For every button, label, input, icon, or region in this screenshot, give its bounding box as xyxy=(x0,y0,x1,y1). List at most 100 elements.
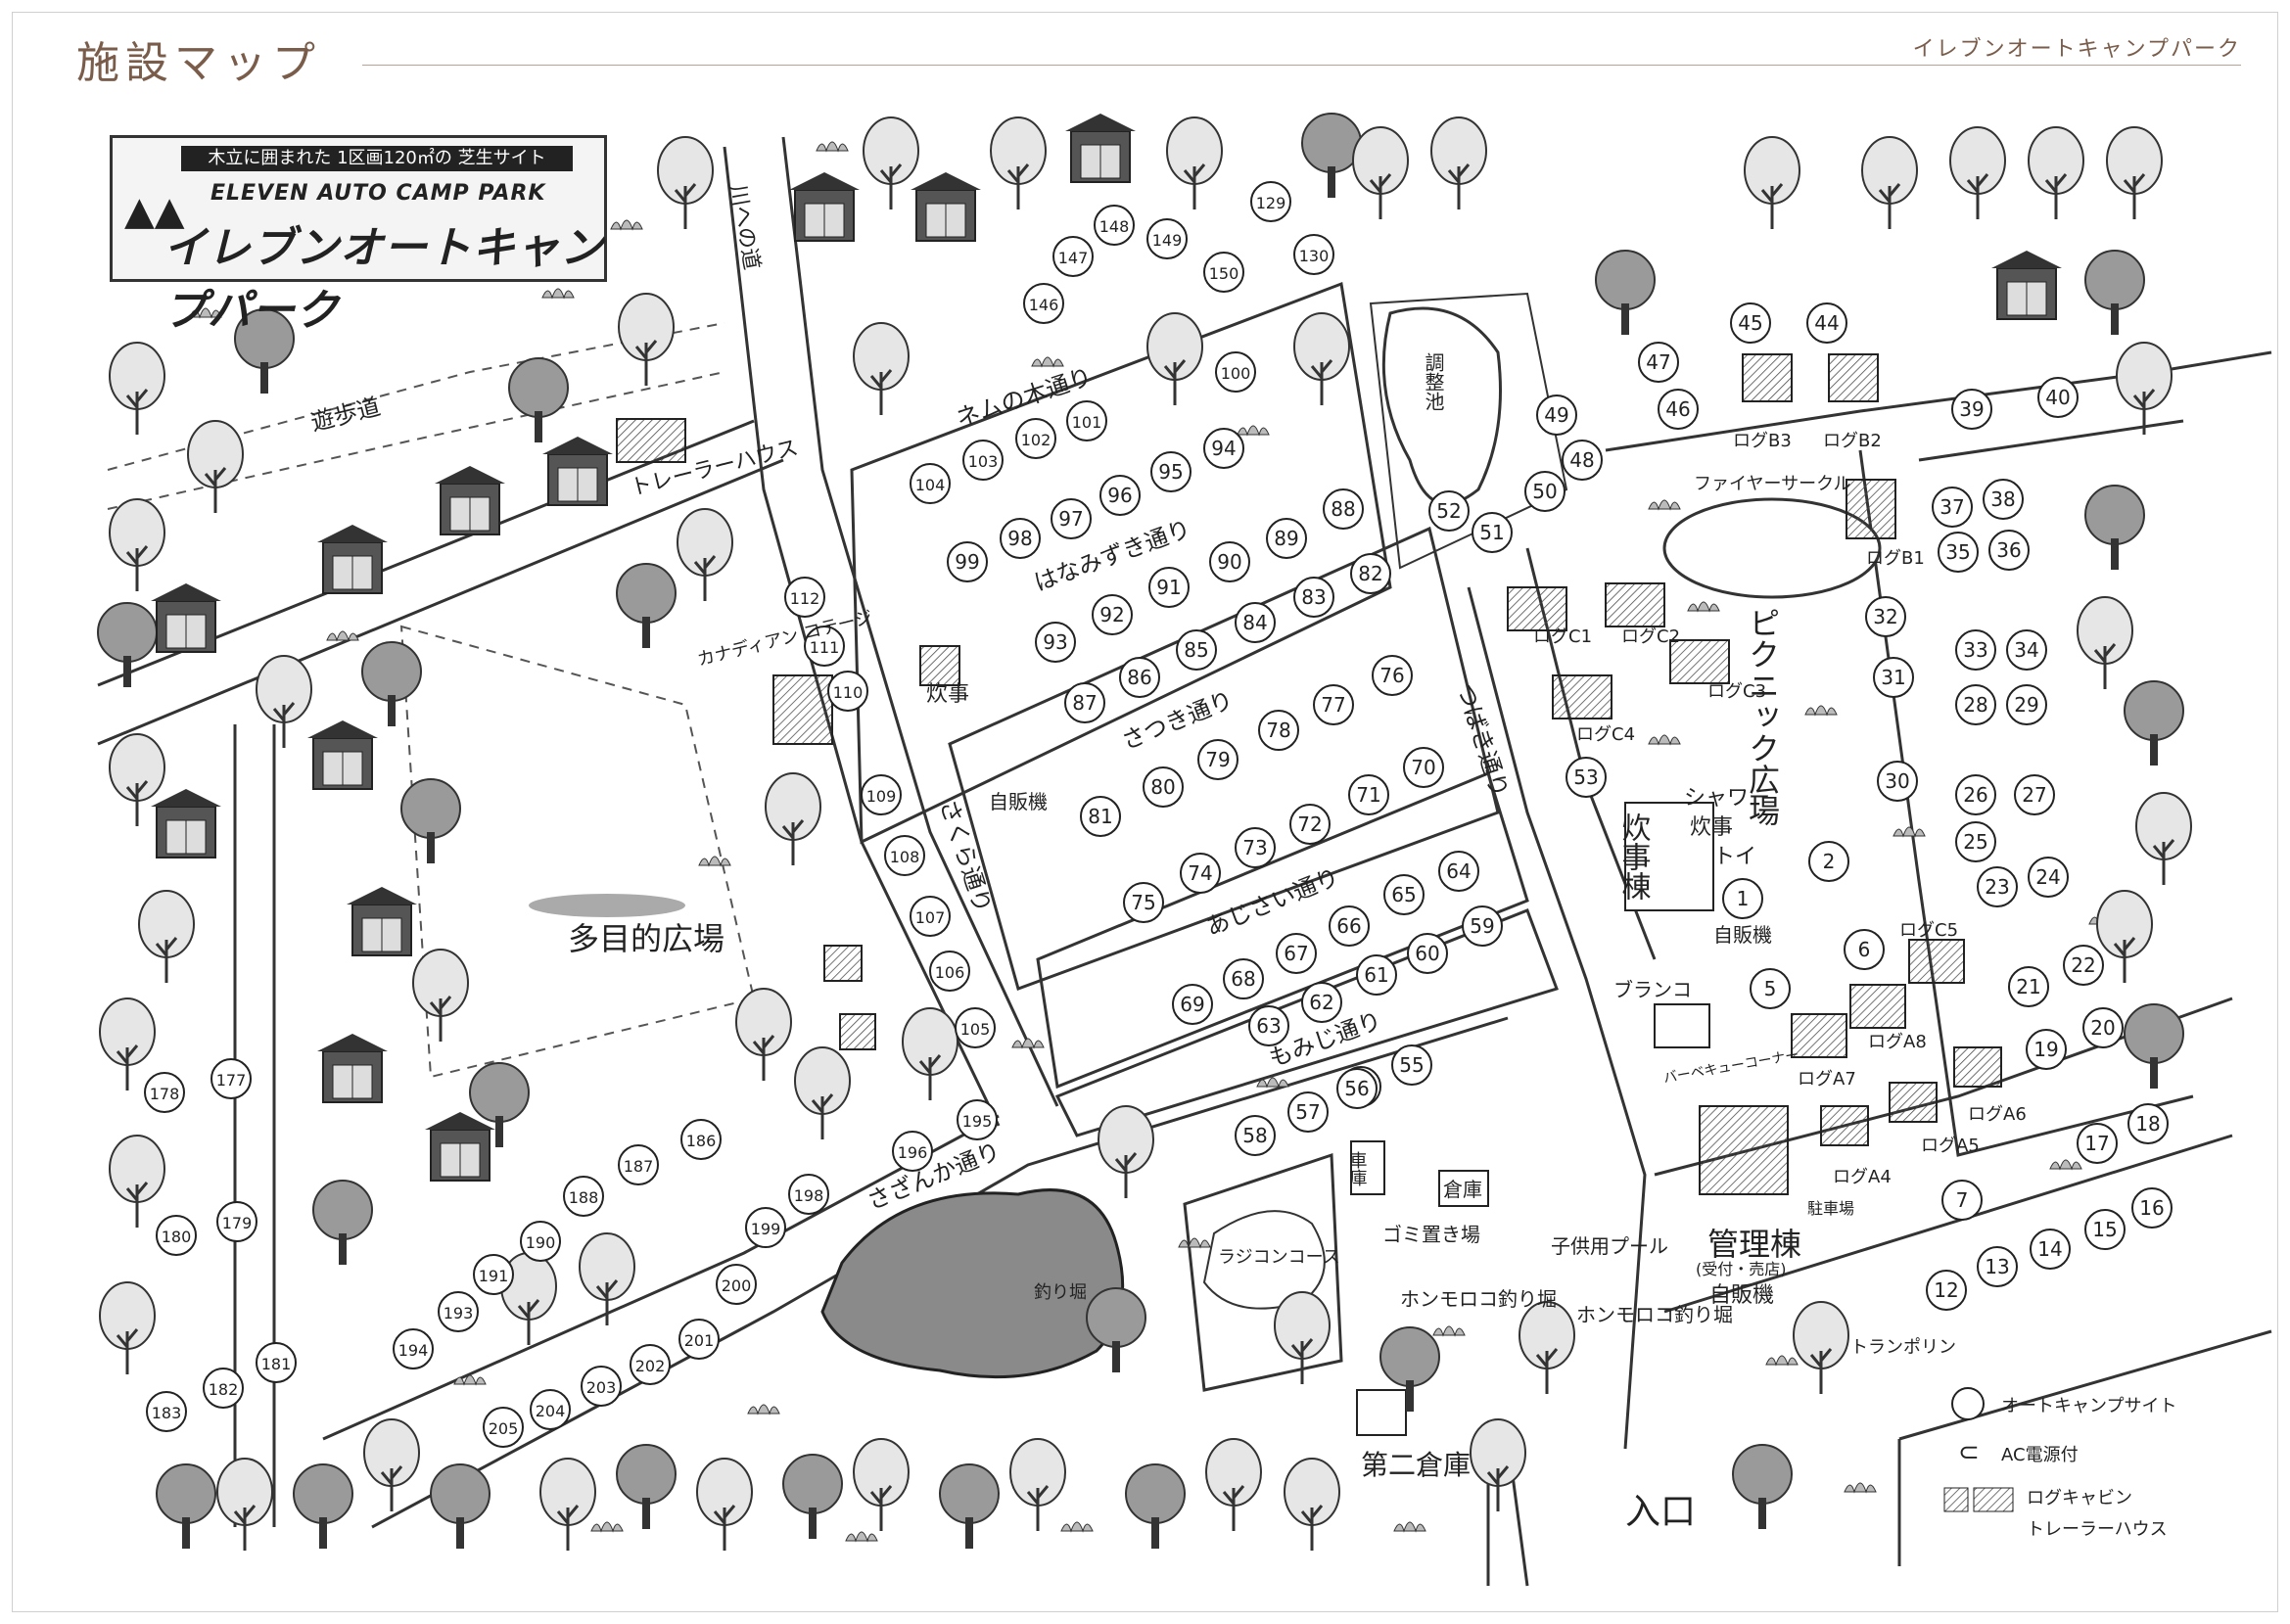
campsite-191[interactable]: 191 xyxy=(473,1254,514,1295)
campsite-68[interactable]: 68 xyxy=(1223,958,1264,999)
campsite-51[interactable]: 51 xyxy=(1472,512,1513,553)
campsite-78[interactable]: 78 xyxy=(1258,710,1299,751)
campsite-71[interactable]: 71 xyxy=(1348,774,1389,815)
campsite-53[interactable]: 53 xyxy=(1566,757,1607,798)
campsite-39[interactable]: 39 xyxy=(1951,389,1992,430)
campsite-193[interactable]: 193 xyxy=(438,1291,479,1332)
campsite-55[interactable]: 55 xyxy=(1391,1044,1432,1086)
campsite-97[interactable]: 97 xyxy=(1051,498,1092,539)
campsite-106[interactable]: 106 xyxy=(929,951,970,992)
campsite-76[interactable]: 76 xyxy=(1372,655,1413,696)
campsite-85[interactable]: 85 xyxy=(1176,629,1217,671)
campsite-33[interactable]: 33 xyxy=(1955,629,1996,671)
campsite-201[interactable]: 201 xyxy=(678,1319,720,1360)
campsite-101[interactable]: 101 xyxy=(1066,400,1107,441)
campsite-72[interactable]: 72 xyxy=(1289,804,1331,845)
campsite-57[interactable]: 57 xyxy=(1287,1091,1329,1133)
campsite-104[interactable]: 104 xyxy=(910,463,951,504)
campsite-88[interactable]: 88 xyxy=(1323,488,1364,530)
campsite-81[interactable]: 81 xyxy=(1080,796,1121,837)
campsite-25[interactable]: 25 xyxy=(1955,821,1996,862)
campsite-87[interactable]: 87 xyxy=(1064,682,1105,723)
campsite-105[interactable]: 105 xyxy=(955,1007,996,1048)
campsite-93[interactable]: 93 xyxy=(1035,622,1076,663)
campsite-74[interactable]: 74 xyxy=(1180,853,1221,894)
campsite-182[interactable]: 182 xyxy=(203,1368,244,1409)
campsite-69[interactable]: 69 xyxy=(1172,984,1213,1025)
campsite-36[interactable]: 36 xyxy=(1988,530,2030,571)
campsite-58[interactable]: 58 xyxy=(1235,1115,1276,1156)
campsite-28[interactable]: 28 xyxy=(1955,684,1996,725)
campsite-24[interactable]: 24 xyxy=(2028,857,2069,898)
campsite-64[interactable]: 64 xyxy=(1438,851,1479,892)
campsite-149[interactable]: 149 xyxy=(1146,218,1188,259)
campsite-75[interactable]: 75 xyxy=(1123,882,1164,923)
campsite-61[interactable]: 61 xyxy=(1356,954,1397,996)
campsite-148[interactable]: 148 xyxy=(1094,205,1135,246)
campsite-21[interactable]: 21 xyxy=(2008,966,2049,1007)
campsite-45[interactable]: 45 xyxy=(1730,302,1771,344)
campsite-19[interactable]: 19 xyxy=(2026,1029,2067,1070)
campsite-95[interactable]: 95 xyxy=(1150,451,1192,492)
campsite-150[interactable]: 150 xyxy=(1203,252,1244,293)
campsite-107[interactable]: 107 xyxy=(910,896,951,937)
campsite-183[interactable]: 183 xyxy=(146,1391,187,1432)
campsite-111[interactable]: 111 xyxy=(804,626,845,667)
campsite-14[interactable]: 14 xyxy=(2030,1229,2071,1270)
campsite-73[interactable]: 73 xyxy=(1235,827,1276,868)
campsite-130[interactable]: 130 xyxy=(1293,234,1334,275)
campsite-84[interactable]: 84 xyxy=(1235,602,1276,643)
campsite-40[interactable]: 40 xyxy=(2037,377,2079,418)
campsite-49[interactable]: 49 xyxy=(1536,394,1577,436)
campsite-190[interactable]: 190 xyxy=(520,1221,561,1262)
campsite-1[interactable]: 1 xyxy=(1722,878,1763,919)
campsite-90[interactable]: 90 xyxy=(1209,541,1250,582)
campsite-200[interactable]: 200 xyxy=(716,1264,757,1305)
campsite-17[interactable]: 17 xyxy=(2077,1123,2118,1164)
campsite-179[interactable]: 179 xyxy=(216,1201,257,1242)
campsite-13[interactable]: 13 xyxy=(1977,1246,2018,1287)
campsite-102[interactable]: 102 xyxy=(1015,418,1056,459)
campsite-2[interactable]: 2 xyxy=(1808,841,1849,882)
campsite-48[interactable]: 48 xyxy=(1562,440,1603,481)
campsite-5[interactable]: 5 xyxy=(1750,968,1791,1009)
campsite-199[interactable]: 199 xyxy=(745,1207,786,1248)
campsite-96[interactable]: 96 xyxy=(1099,475,1141,516)
campsite-20[interactable]: 20 xyxy=(2082,1007,2124,1048)
campsite-79[interactable]: 79 xyxy=(1197,739,1238,780)
campsite-7[interactable]: 7 xyxy=(1941,1180,1983,1221)
campsite-98[interactable]: 98 xyxy=(1000,518,1041,559)
campsite-47[interactable]: 47 xyxy=(1638,342,1679,383)
campsite-178[interactable]: 178 xyxy=(144,1072,185,1113)
campsite-177[interactable]: 177 xyxy=(210,1058,252,1099)
campsite-202[interactable]: 202 xyxy=(630,1344,671,1385)
campsite-6[interactable]: 6 xyxy=(1844,929,1885,970)
campsite-44[interactable]: 44 xyxy=(1806,302,1847,344)
campsite-100[interactable]: 100 xyxy=(1215,351,1256,393)
campsite-194[interactable]: 194 xyxy=(393,1328,434,1369)
campsite-92[interactable]: 92 xyxy=(1092,594,1133,635)
campsite-46[interactable]: 46 xyxy=(1658,389,1699,430)
campsite-129[interactable]: 129 xyxy=(1250,181,1291,222)
campsite-112[interactable]: 112 xyxy=(784,577,825,618)
campsite-37[interactable]: 37 xyxy=(1932,487,1973,528)
campsite-38[interactable]: 38 xyxy=(1983,479,2024,520)
campsite-56[interactable]: 56 xyxy=(1336,1068,1378,1109)
campsite-32[interactable]: 32 xyxy=(1865,596,1906,637)
campsite-63[interactable]: 63 xyxy=(1248,1005,1289,1046)
campsite-205[interactable]: 205 xyxy=(483,1407,524,1448)
campsite-89[interactable]: 89 xyxy=(1266,518,1307,559)
campsite-203[interactable]: 203 xyxy=(581,1366,622,1407)
campsite-198[interactable]: 198 xyxy=(788,1174,829,1215)
campsite-27[interactable]: 27 xyxy=(2014,774,2055,815)
campsite-66[interactable]: 66 xyxy=(1329,905,1370,947)
campsite-147[interactable]: 147 xyxy=(1052,236,1094,277)
campsite-62[interactable]: 62 xyxy=(1301,982,1342,1023)
campsite-180[interactable]: 180 xyxy=(156,1215,197,1256)
campsite-50[interactable]: 50 xyxy=(1524,471,1566,512)
campsite-80[interactable]: 80 xyxy=(1143,766,1184,808)
campsite-31[interactable]: 31 xyxy=(1873,657,1914,698)
campsite-34[interactable]: 34 xyxy=(2006,629,2047,671)
campsite-91[interactable]: 91 xyxy=(1148,567,1190,608)
campsite-23[interactable]: 23 xyxy=(1977,866,2018,907)
